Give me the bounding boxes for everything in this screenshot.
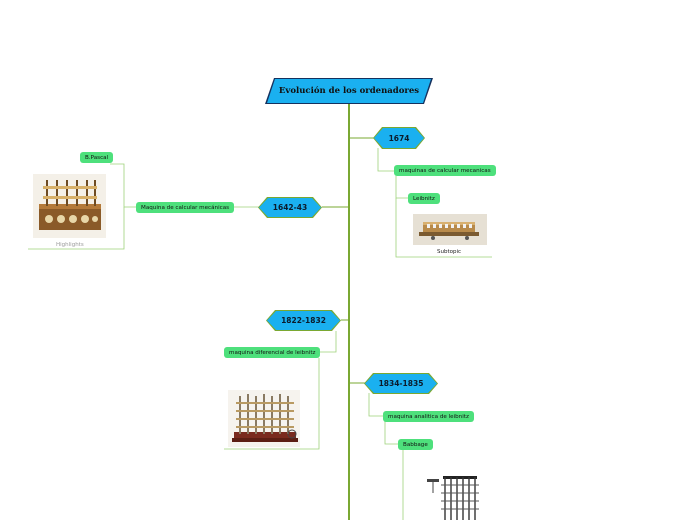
date-node-label: 1834-1835	[378, 379, 424, 388]
topic-maquinas-calcular-1674[interactable]: maquinas de calcular mecanicas	[394, 165, 496, 176]
date-node-1822-1832[interactable]: 1822-1832	[267, 311, 340, 330]
topic-label: Maquina de calcular mecánicas	[141, 204, 230, 211]
date-node-label: 1642-43	[272, 203, 308, 212]
central-topic[interactable]: Evolución de los ordenadores	[267, 79, 431, 103]
topic-label: maquina diferencial de leibnitz	[229, 349, 316, 356]
topic-label: Leibnitz	[413, 195, 435, 202]
topic-babbage[interactable]: Babbage	[398, 439, 433, 450]
topic-maquina-diferencial[interactable]: maquina diferencial de leibnitz	[224, 347, 321, 358]
difference-engine-image	[228, 390, 300, 447]
highlights-caption: Highlights	[56, 242, 84, 248]
date-node-1674[interactable]: 1674	[374, 128, 424, 148]
leibniz-calculator-image	[413, 214, 487, 245]
date-node-label: 1674	[388, 133, 410, 143]
date-node-1834-1835[interactable]: 1834-1835	[365, 374, 437, 393]
topic-bpascal[interactable]: B.Pascal	[80, 152, 114, 163]
date-node-label: 1822-1832	[281, 316, 326, 325]
central-topic-label: Evolución de los ordenadores	[278, 86, 420, 96]
topic-maquina-calcular-1642[interactable]: Maquina de calcular mecánicas	[136, 202, 235, 213]
topic-label: maquinas de calcular mecanicas	[399, 167, 491, 174]
topic-label: Babbage	[403, 441, 428, 448]
topic-label: B.Pascal	[85, 154, 109, 161]
topic-maquina-analitica[interactable]: maquina analitica de leibnitz	[383, 411, 474, 422]
pascaline-image	[33, 174, 106, 238]
date-node-1642-43[interactable]: 1642-43	[259, 198, 321, 217]
topic-label: maquina analitica de leibnitz	[388, 413, 469, 420]
topic-leibnitz[interactable]: Leibnitz	[408, 193, 440, 204]
subtopic-caption: Subtopic	[437, 249, 462, 255]
analytical-engine-image	[425, 473, 485, 520]
